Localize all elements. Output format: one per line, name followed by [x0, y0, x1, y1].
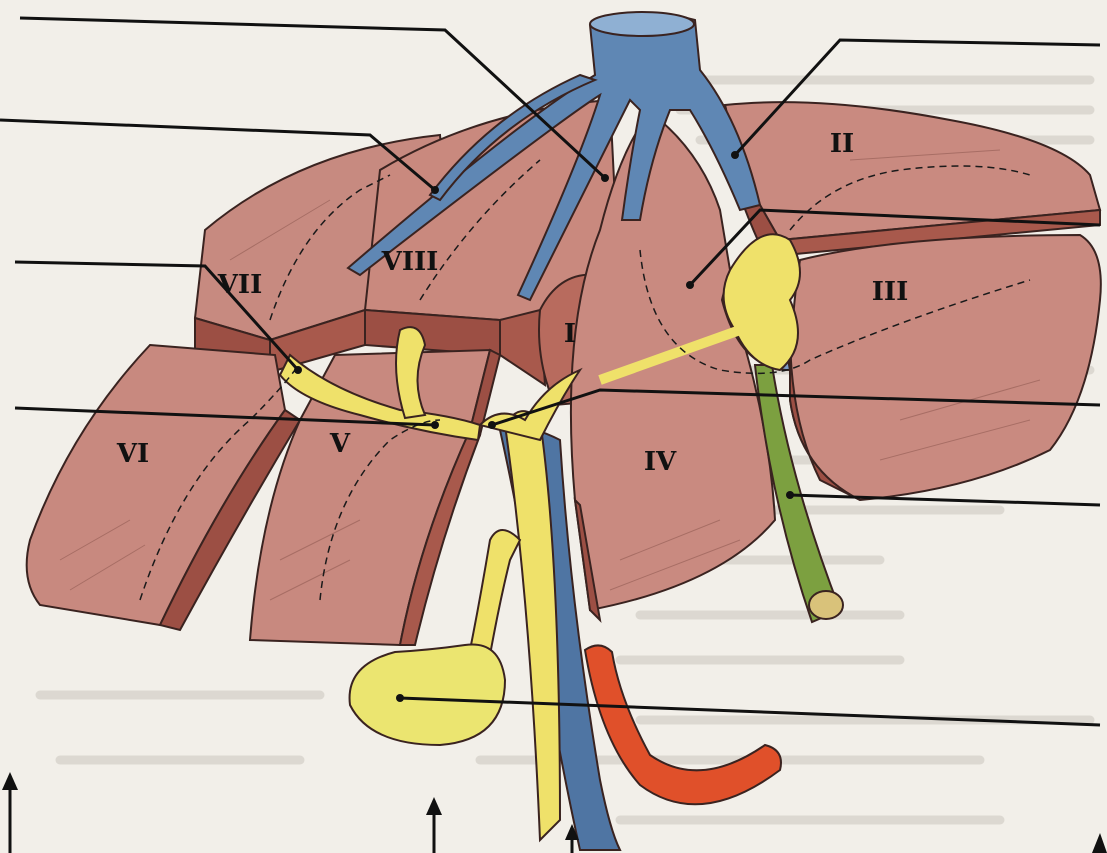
segment-label-ii: II	[830, 129, 854, 159]
liver-segment-ii	[720, 102, 1100, 255]
hepatic-artery	[585, 645, 781, 804]
segment-label-i: I	[564, 319, 576, 349]
leader-8	[790, 495, 1100, 505]
gallbladder	[350, 644, 505, 745]
segment-label-vi: VI	[116, 439, 149, 469]
liver-segment-v	[250, 350, 500, 645]
liver-segment-iii	[790, 235, 1101, 500]
arrow-up-icon-center	[426, 797, 442, 815]
arrow-up-icon-right	[1092, 833, 1107, 853]
segment-label-viii: VIII	[381, 247, 439, 277]
segment-label-iv: IV	[644, 447, 677, 477]
segment-label-vii: VII	[217, 270, 263, 300]
segment-label-iii: III	[872, 277, 909, 307]
arrow-up-icon-left	[2, 772, 18, 790]
segment-label-v: V	[329, 429, 351, 459]
